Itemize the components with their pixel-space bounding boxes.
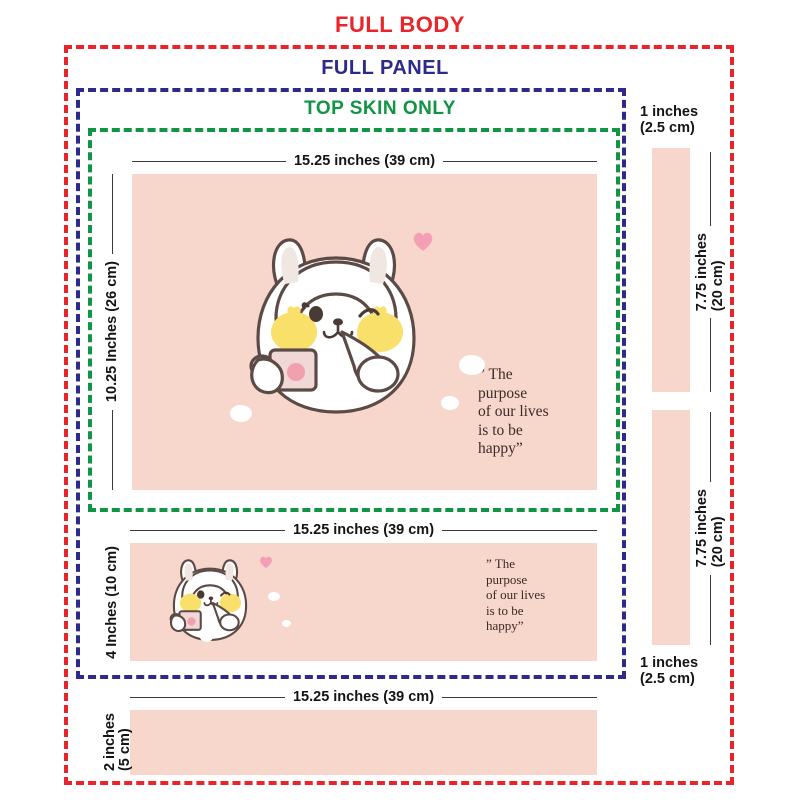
full-panel-boundary-box — [76, 88, 626, 679]
side-strip-bottom — [652, 410, 690, 645]
bottom-width-label: 15.25 inches (39 cm) — [292, 689, 435, 705]
top-skin-boundary-label: TOP SKIN ONLY — [304, 98, 456, 119]
front-height-label: 4 Inches (10 cm) — [104, 545, 120, 659]
dimension-rule-right — [443, 160, 597, 162]
dimension-rule-bottom — [709, 318, 711, 392]
side-strip-bottom-height-label: 7.75 inches (20 cm) — [694, 489, 726, 568]
dimension-rule-left — [132, 160, 286, 162]
full-body-boundary-box — [64, 45, 734, 785]
cloud-puff-shape — [282, 620, 291, 627]
cloud-puff-shape — [230, 405, 252, 422]
bunny-with-mug-illustration — [169, 559, 248, 642]
front-width-dimension: 15.25 inches (39 cm) — [130, 522, 597, 538]
heart-icon — [260, 556, 272, 569]
bottom-height-dimension: 2 inches (5 cm) — [98, 710, 138, 775]
cloud-puff-shape — [268, 592, 280, 601]
bottom-width-dimension: 15.25 inches (39 cm) — [130, 689, 597, 705]
bottom-height-label: 2 inches (5 cm) — [101, 713, 133, 772]
top-skin-height-label: 10.25 Inches (26 cm) — [104, 261, 120, 403]
heart-icon — [413, 232, 433, 251]
top-skin-height-dimension: 10.25 Inches (26 cm) — [104, 174, 120, 490]
dimension-rule-bottom — [111, 409, 113, 490]
top-skin-width-dimension: 15.25 inches (39 cm) — [132, 153, 597, 169]
side-strip-bottom-height-dimension: 7.75 inches (20 cm) — [694, 412, 726, 645]
cloud-puff-shape — [441, 396, 459, 410]
front-quote-text: ” The purpose of our lives is to be happ… — [486, 556, 546, 634]
full-panel-boundary-label: FULL PANEL — [321, 57, 449, 79]
dimension-rule-bottom — [709, 574, 711, 645]
top-skin-quote-text: ” The purpose of our lives is to be happ… — [478, 366, 549, 458]
dimension-rule-top — [111, 174, 113, 255]
dimension-rule-top — [709, 412, 711, 483]
dimension-rule-right — [442, 696, 597, 698]
side-strip-top-width-label: 1 inches (2.5 cm) — [640, 104, 699, 137]
cloud-puff-shape — [200, 632, 213, 642]
top-skin-width-label: 15.25 inches (39 cm) — [293, 153, 436, 169]
dimension-rule-right — [442, 529, 597, 531]
full-body-boundary-label: FULL BODY — [335, 12, 465, 37]
side-strip-top-height-dimension: 7.75 inches (20 cm) — [694, 152, 726, 392]
dimension-rule-left — [130, 529, 285, 531]
top-skin-boundary-box — [88, 128, 620, 512]
side-strip-bottom-width-label: 1 inches (2.5 cm) — [640, 655, 699, 688]
side-strip-top — [652, 148, 690, 392]
cloud-puff-shape — [459, 355, 485, 375]
bunny-with-mug-illustration — [249, 238, 416, 414]
front-height-dimension: 4 Inches (10 cm) — [104, 543, 120, 661]
bottom-artwork-strip — [130, 710, 597, 775]
dimension-rule-top — [709, 152, 711, 226]
side-strip-top-height-label: 7.75 inches (20 cm) — [694, 232, 726, 312]
front-width-label: 15.25 inches (39 cm) — [292, 522, 435, 538]
dimension-rule-left — [130, 696, 285, 698]
